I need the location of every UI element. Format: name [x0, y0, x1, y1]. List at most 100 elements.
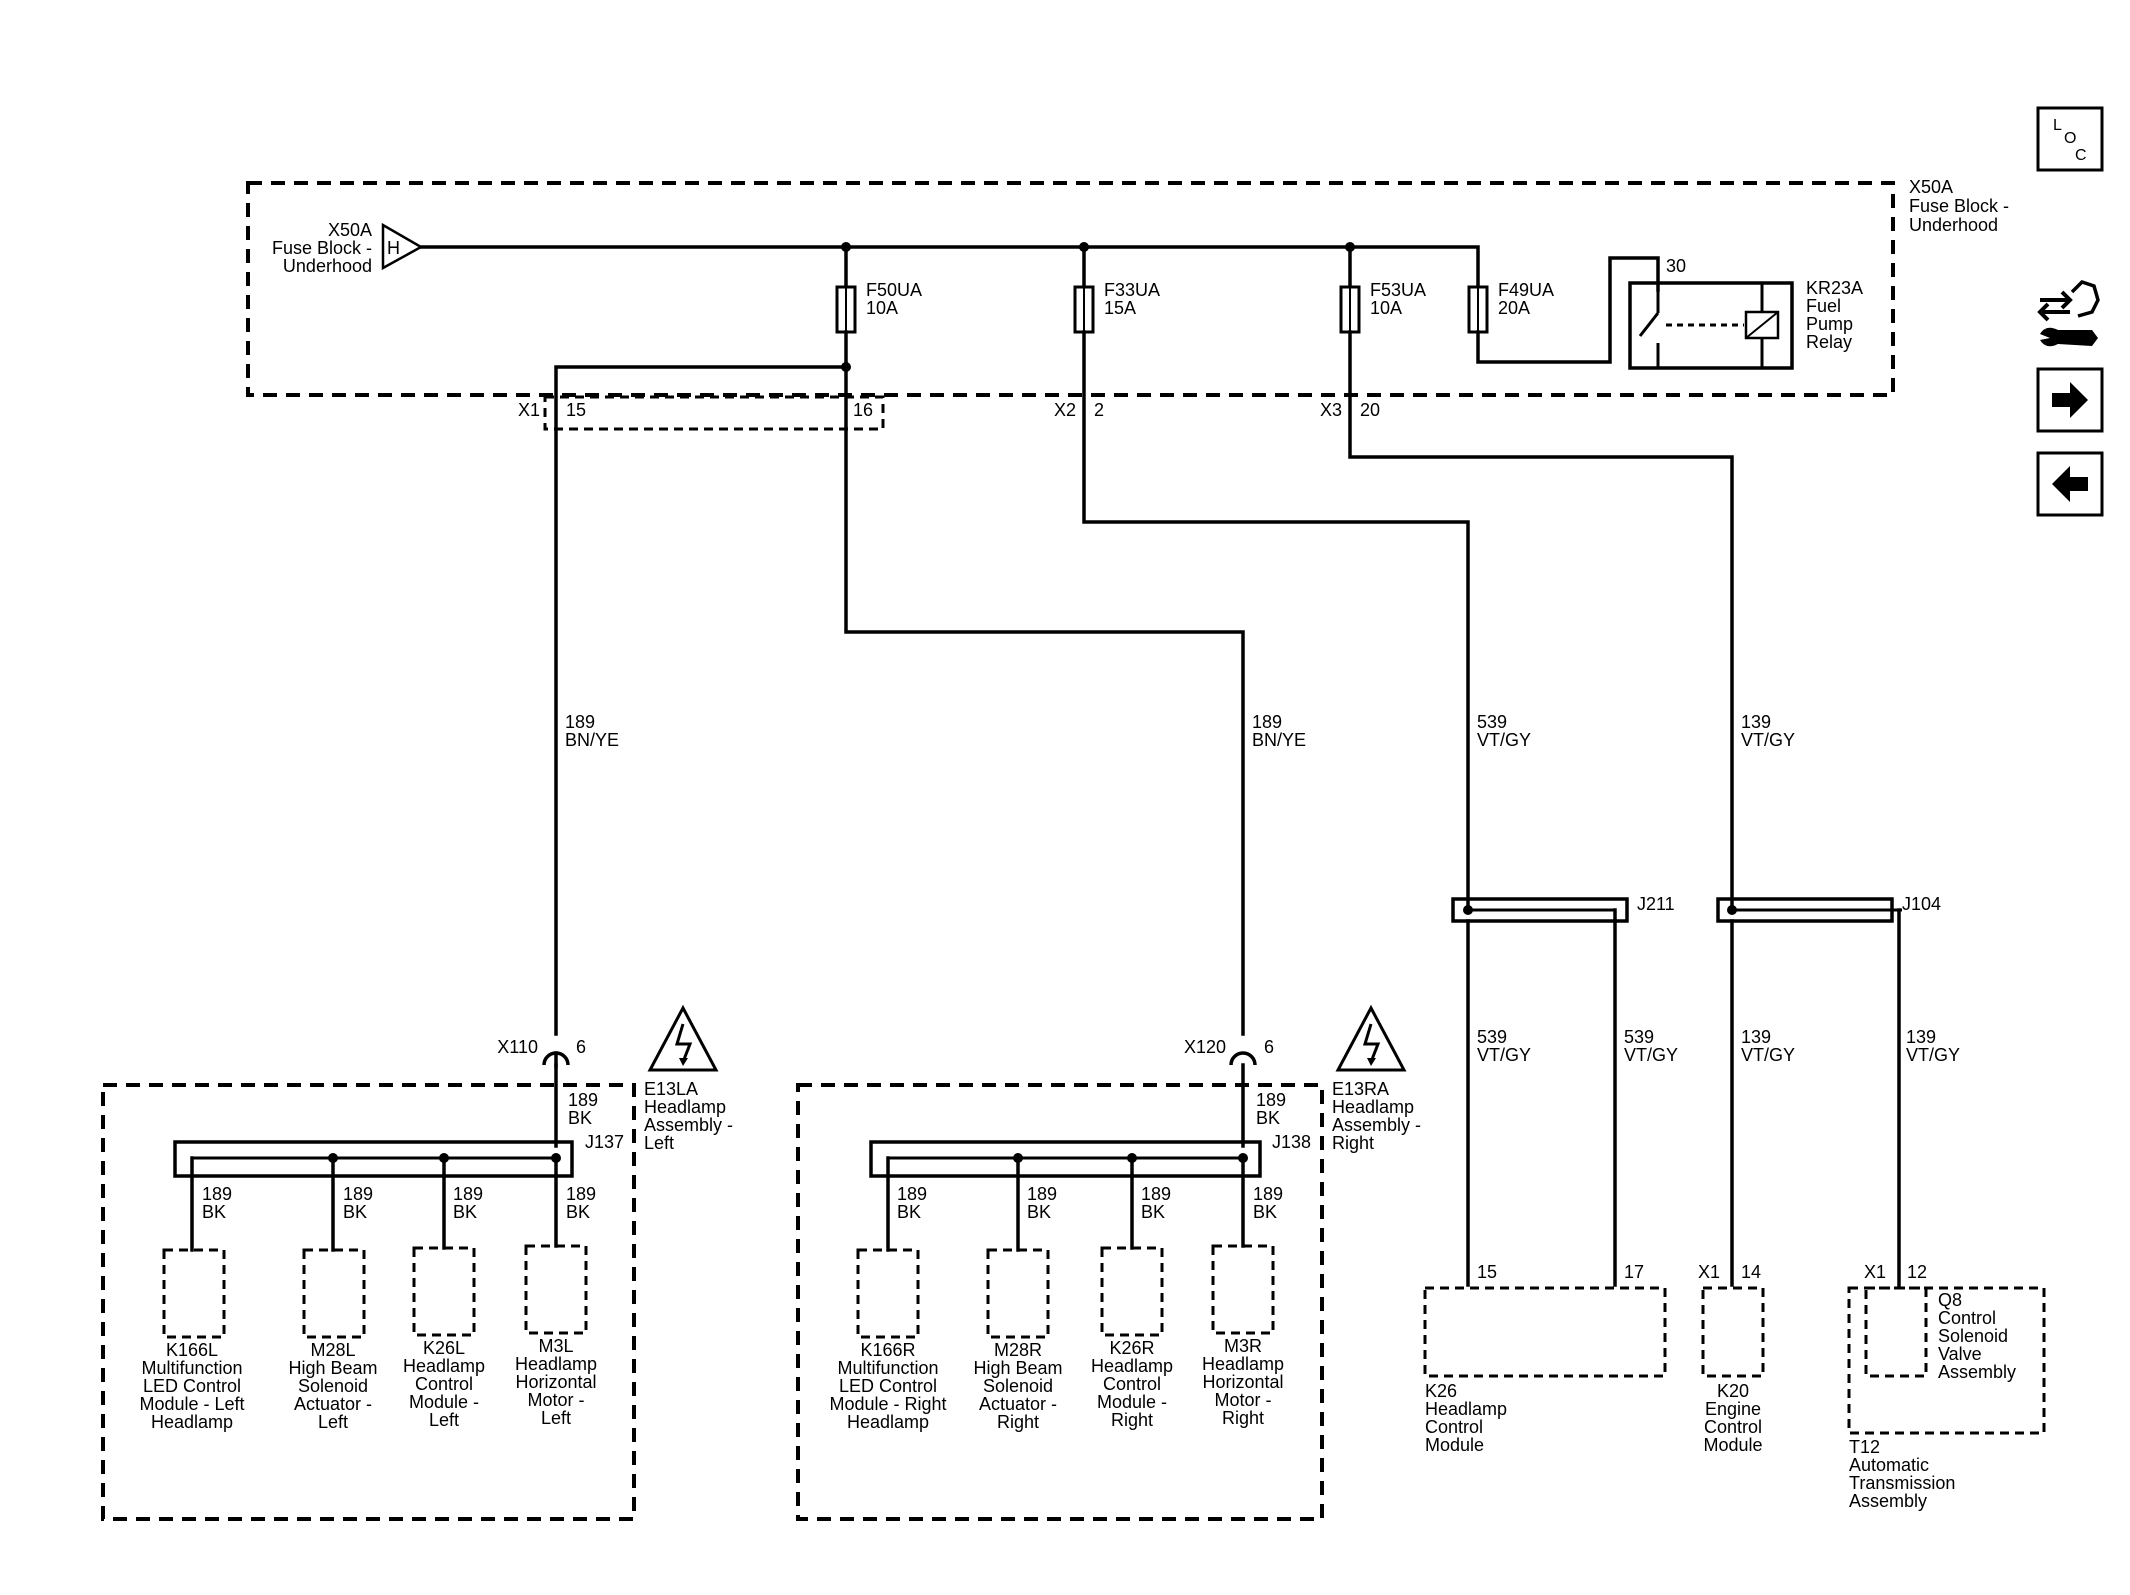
fuse-block-label-id: X50A [1909, 177, 1953, 197]
component-k166l[interactable] [162, 1248, 226, 1339]
relay-feed-wire [1476, 256, 1660, 364]
splice-j211[interactable]: J211 [1451, 894, 1675, 923]
connector-wrench-icon[interactable] [2037, 279, 2100, 347]
right-branch-4-color: BK [1253, 1202, 1277, 1222]
k26-label-3: Control [1425, 1417, 1483, 1437]
fuse-f33ua-rating: 15A [1104, 298, 1136, 318]
left-headlamp-assembly: X110 6 E13LA Headlamp Assembly - Left 18… [101, 1004, 733, 1521]
component-m3l[interactable] [524, 1244, 588, 1335]
wire-139-a-color: VT/GY [1741, 1045, 1795, 1065]
q8-label-4: Valve [1938, 1344, 1982, 1364]
component-k26r-label: K26R Headlamp Control Module - Right [1091, 1338, 1173, 1430]
connector-x3-label: X3 [1320, 400, 1342, 420]
svg-text:O: O [2064, 130, 2076, 147]
fuse-f53ua[interactable]: F53UA 10A [1339, 245, 1426, 334]
arrow-right-icon [2052, 382, 2088, 418]
component-m3r-label: M3R Headlamp Horizontal Motor - Right [1202, 1336, 1284, 1428]
fuse-f50ua[interactable]: F50UA 10A [835, 245, 922, 369]
next-page-button[interactable] [2036, 367, 2104, 433]
module-k26[interactable]: 15 17 K26 Headlamp Control Module [1423, 1262, 1667, 1455]
left-branch-4-circuit: 189 [566, 1184, 596, 1204]
fuse-f53ua-rating: 10A [1370, 298, 1402, 318]
svg-text:K26R: K26R [1109, 1338, 1154, 1358]
relay-kr23a[interactable]: 30 KR23A Fuel Pump Relay [1628, 256, 1863, 370]
loc-button[interactable]: L O C [2036, 106, 2104, 172]
fuse-f33ua[interactable]: F33UA 15A [1073, 245, 1160, 334]
wire-189-right-color: BN/YE [1252, 730, 1306, 750]
wire-189-left-color: BN/YE [565, 730, 619, 750]
q8-label-3: Solenoid [1938, 1326, 2008, 1346]
fuse-f49ua[interactable]: F49UA 20A [1467, 280, 1554, 334]
component-m28l[interactable] [302, 1248, 366, 1339]
left-assembly-name-1: Headlamp [644, 1097, 726, 1117]
left-feed-circuit: 189 [568, 1090, 598, 1110]
left-branch-2-circuit: 189 [343, 1184, 373, 1204]
fuse-block-label-line1: Fuse Block - [1909, 196, 2009, 216]
right-feed-color: BK [1256, 1108, 1280, 1128]
previous-page-button[interactable] [2036, 451, 2104, 517]
left-assembly-name-2: Assembly - [644, 1115, 733, 1135]
fuse-block-name-1: Fuse Block - [272, 238, 372, 258]
right-assembly-name-1: Headlamp [1332, 1097, 1414, 1117]
svg-text:Multifunction: Multifunction [141, 1358, 242, 1378]
splice-j138[interactable] [869, 1140, 1262, 1178]
svg-text:C: C [2075, 147, 2087, 164]
svg-text:Solenoid: Solenoid [983, 1376, 1053, 1396]
right-assembly-name-3: Right [1332, 1133, 1374, 1153]
q8-label-1: Q8 [1938, 1290, 1962, 1310]
k26-label-4: Module [1425, 1435, 1484, 1455]
svg-text:Headlamp: Headlamp [403, 1356, 485, 1376]
component-m3l-label: M3L Headlamp Horizontal Motor - Left [515, 1336, 597, 1428]
right-headlamp-assembly: X120 6 E13RA Headlamp Assembly - Right 1… [796, 1004, 1421, 1521]
loc-icon: L O C [2053, 117, 2087, 164]
splice-j137-label: J137 [585, 1132, 624, 1152]
splice-j137[interactable] [173, 1140, 574, 1178]
component-k166r[interactable] [856, 1248, 920, 1339]
splice-j104[interactable]: J104 [1716, 894, 1941, 923]
svg-text:Left: Left [318, 1412, 348, 1432]
fuse-block-label-line2: Underhood [1909, 215, 1998, 235]
connector-x3-pin: 20 [1360, 400, 1380, 420]
component-q8[interactable] [1864, 1286, 1928, 1378]
right-branch-3-circuit: 189 [1141, 1184, 1171, 1204]
svg-text:K166L: K166L [166, 1340, 218, 1360]
right-assembly-name-2: Assembly - [1332, 1115, 1421, 1135]
wire-539-a-color: VT/GY [1477, 1045, 1531, 1065]
connector-x2-pin: 2 [1094, 400, 1104, 420]
right-branch-4-circuit: 189 [1253, 1184, 1283, 1204]
left-branch-2-color: BK [343, 1202, 367, 1222]
connector-x110-pin: 6 [576, 1037, 586, 1057]
component-m28r[interactable] [986, 1248, 1050, 1339]
svg-text:Multifunction: Multifunction [837, 1358, 938, 1378]
wire-539-circuit: 539 [1477, 712, 1507, 732]
svg-text:Control: Control [1103, 1374, 1161, 1394]
assembly-t12[interactable]: X1 12 Q8 Control Solenoid Valve Assembly… [1847, 1262, 2046, 1511]
svg-text:M28R: M28R [994, 1340, 1042, 1360]
wire-539-color: VT/GY [1477, 730, 1531, 750]
fuse-block-connector-id: X50A [328, 220, 372, 240]
svg-text:Motor -: Motor - [527, 1390, 584, 1410]
pin-h-label: H [387, 238, 400, 258]
module-k20[interactable]: X1 14 K20 Engine Control Module [1698, 1262, 1765, 1455]
left-branch-3-circuit: 189 [453, 1184, 483, 1204]
wire-539 [1082, 330, 1470, 912]
wire-139-circuit: 139 [1741, 712, 1771, 732]
wire-139-b-color: VT/GY [1906, 1045, 1960, 1065]
fuse-block-name-2: Underhood [283, 256, 372, 276]
relay-id: KR23A [1806, 278, 1863, 298]
right-branch-1-color: BK [897, 1202, 921, 1222]
t12-pin: 12 [1907, 1262, 1927, 1282]
esd-warning-icon [1335, 1004, 1407, 1072]
component-m3r[interactable] [1211, 1244, 1275, 1335]
fuse-f50ua-id: F50UA [866, 280, 922, 300]
svg-text:LED Control: LED Control [839, 1376, 937, 1396]
component-k26l[interactable] [412, 1246, 476, 1337]
relay-name-3: Relay [1806, 332, 1852, 352]
component-k166l-label: K166L Multifunction LED Control Module -… [139, 1340, 244, 1432]
connector-x120-symbol [1229, 1051, 1257, 1066]
right-branch-2-color: BK [1027, 1202, 1051, 1222]
svg-text:Horizontal: Horizontal [1202, 1372, 1283, 1392]
component-k26r[interactable] [1100, 1246, 1164, 1337]
svg-text:Actuator -: Actuator - [294, 1394, 372, 1414]
svg-text:Horizontal: Horizontal [515, 1372, 596, 1392]
